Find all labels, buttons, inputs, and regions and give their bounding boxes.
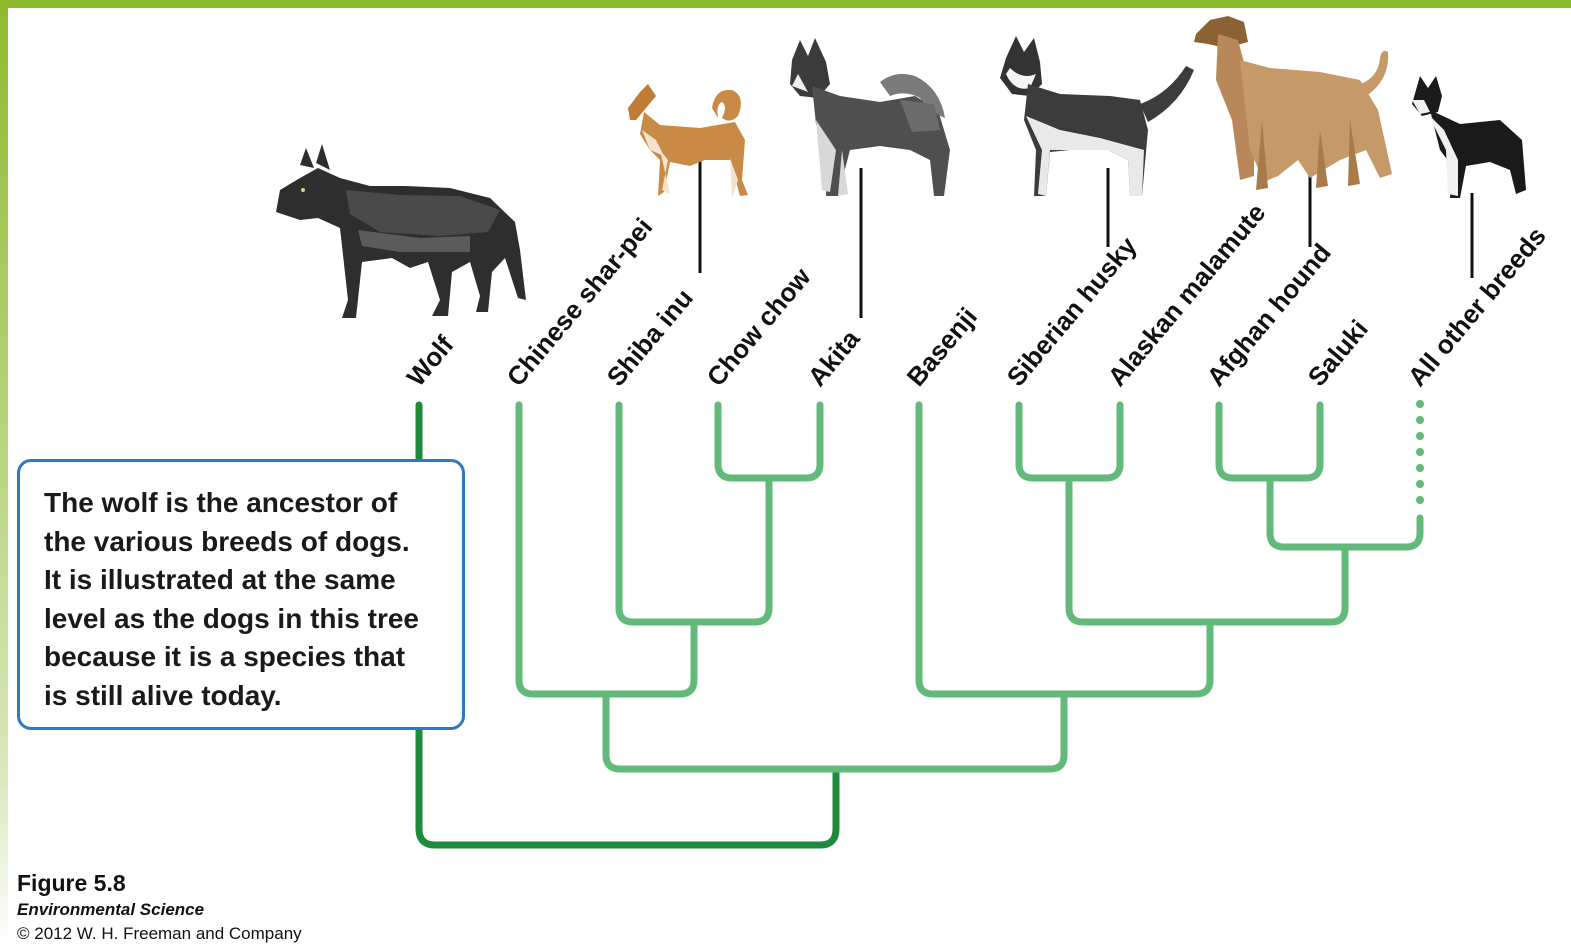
book-title: Environmental Science	[17, 898, 302, 922]
figure-caption: Figure 5.8 Environmental Science © 2012 …	[17, 868, 302, 946]
branch-basenji-clade	[919, 405, 1210, 694]
callout-line: level as the dogs in this tree	[44, 600, 440, 639]
figure-number: Figure 5.8	[17, 868, 302, 898]
leaf-label-akita: Akita	[802, 323, 866, 391]
akita-illustration	[790, 38, 950, 196]
leaf-label-wolf: Wolf	[401, 330, 460, 392]
leaf-label-all-other-breeds: All other breeds	[1402, 221, 1552, 392]
boston-terrier-illustration	[1412, 76, 1526, 198]
branch-sharpei-clade	[519, 405, 694, 694]
all-other-breeds-dotted-line	[1416, 400, 1424, 504]
branch-afghan-saluki	[1219, 405, 1320, 478]
callout-line: because it is a species that	[44, 638, 440, 677]
callout-line: It is illustrated at the same	[44, 561, 440, 600]
shiba-inu-illustration	[628, 84, 748, 198]
branch-husky-malamute	[1019, 405, 1120, 478]
leaf-label-basenji: Basenji	[901, 302, 983, 392]
afghan-hound-illustration	[1194, 16, 1392, 190]
siberian-husky-illustration	[1000, 36, 1194, 196]
wolf-illustration	[276, 144, 526, 318]
branch-chow-akita	[718, 405, 820, 478]
copyright-notice: © 2012 W. H. Freeman and Company	[17, 922, 302, 946]
branch-shiba-chow-akita	[619, 405, 769, 622]
callout-line: the various breeds of dogs.	[44, 523, 440, 562]
wolf-ancestor-branch	[419, 405, 836, 845]
callout-line: is still alive today.	[44, 677, 440, 716]
branch-all-dogs	[606, 694, 1064, 769]
leaf-label-chow-chow: Chow chow	[701, 261, 817, 392]
leaf-label-saluki: Saluki	[1302, 314, 1374, 392]
branch-afghan-saluki-others	[1270, 478, 1420, 547]
wolf-ancestor-callout: The wolf is the ancestor of the various …	[17, 459, 465, 730]
callout-line: The wolf is the ancestor of	[44, 484, 440, 523]
leaf-label-shiba-inu: Shiba inu	[601, 283, 699, 392]
